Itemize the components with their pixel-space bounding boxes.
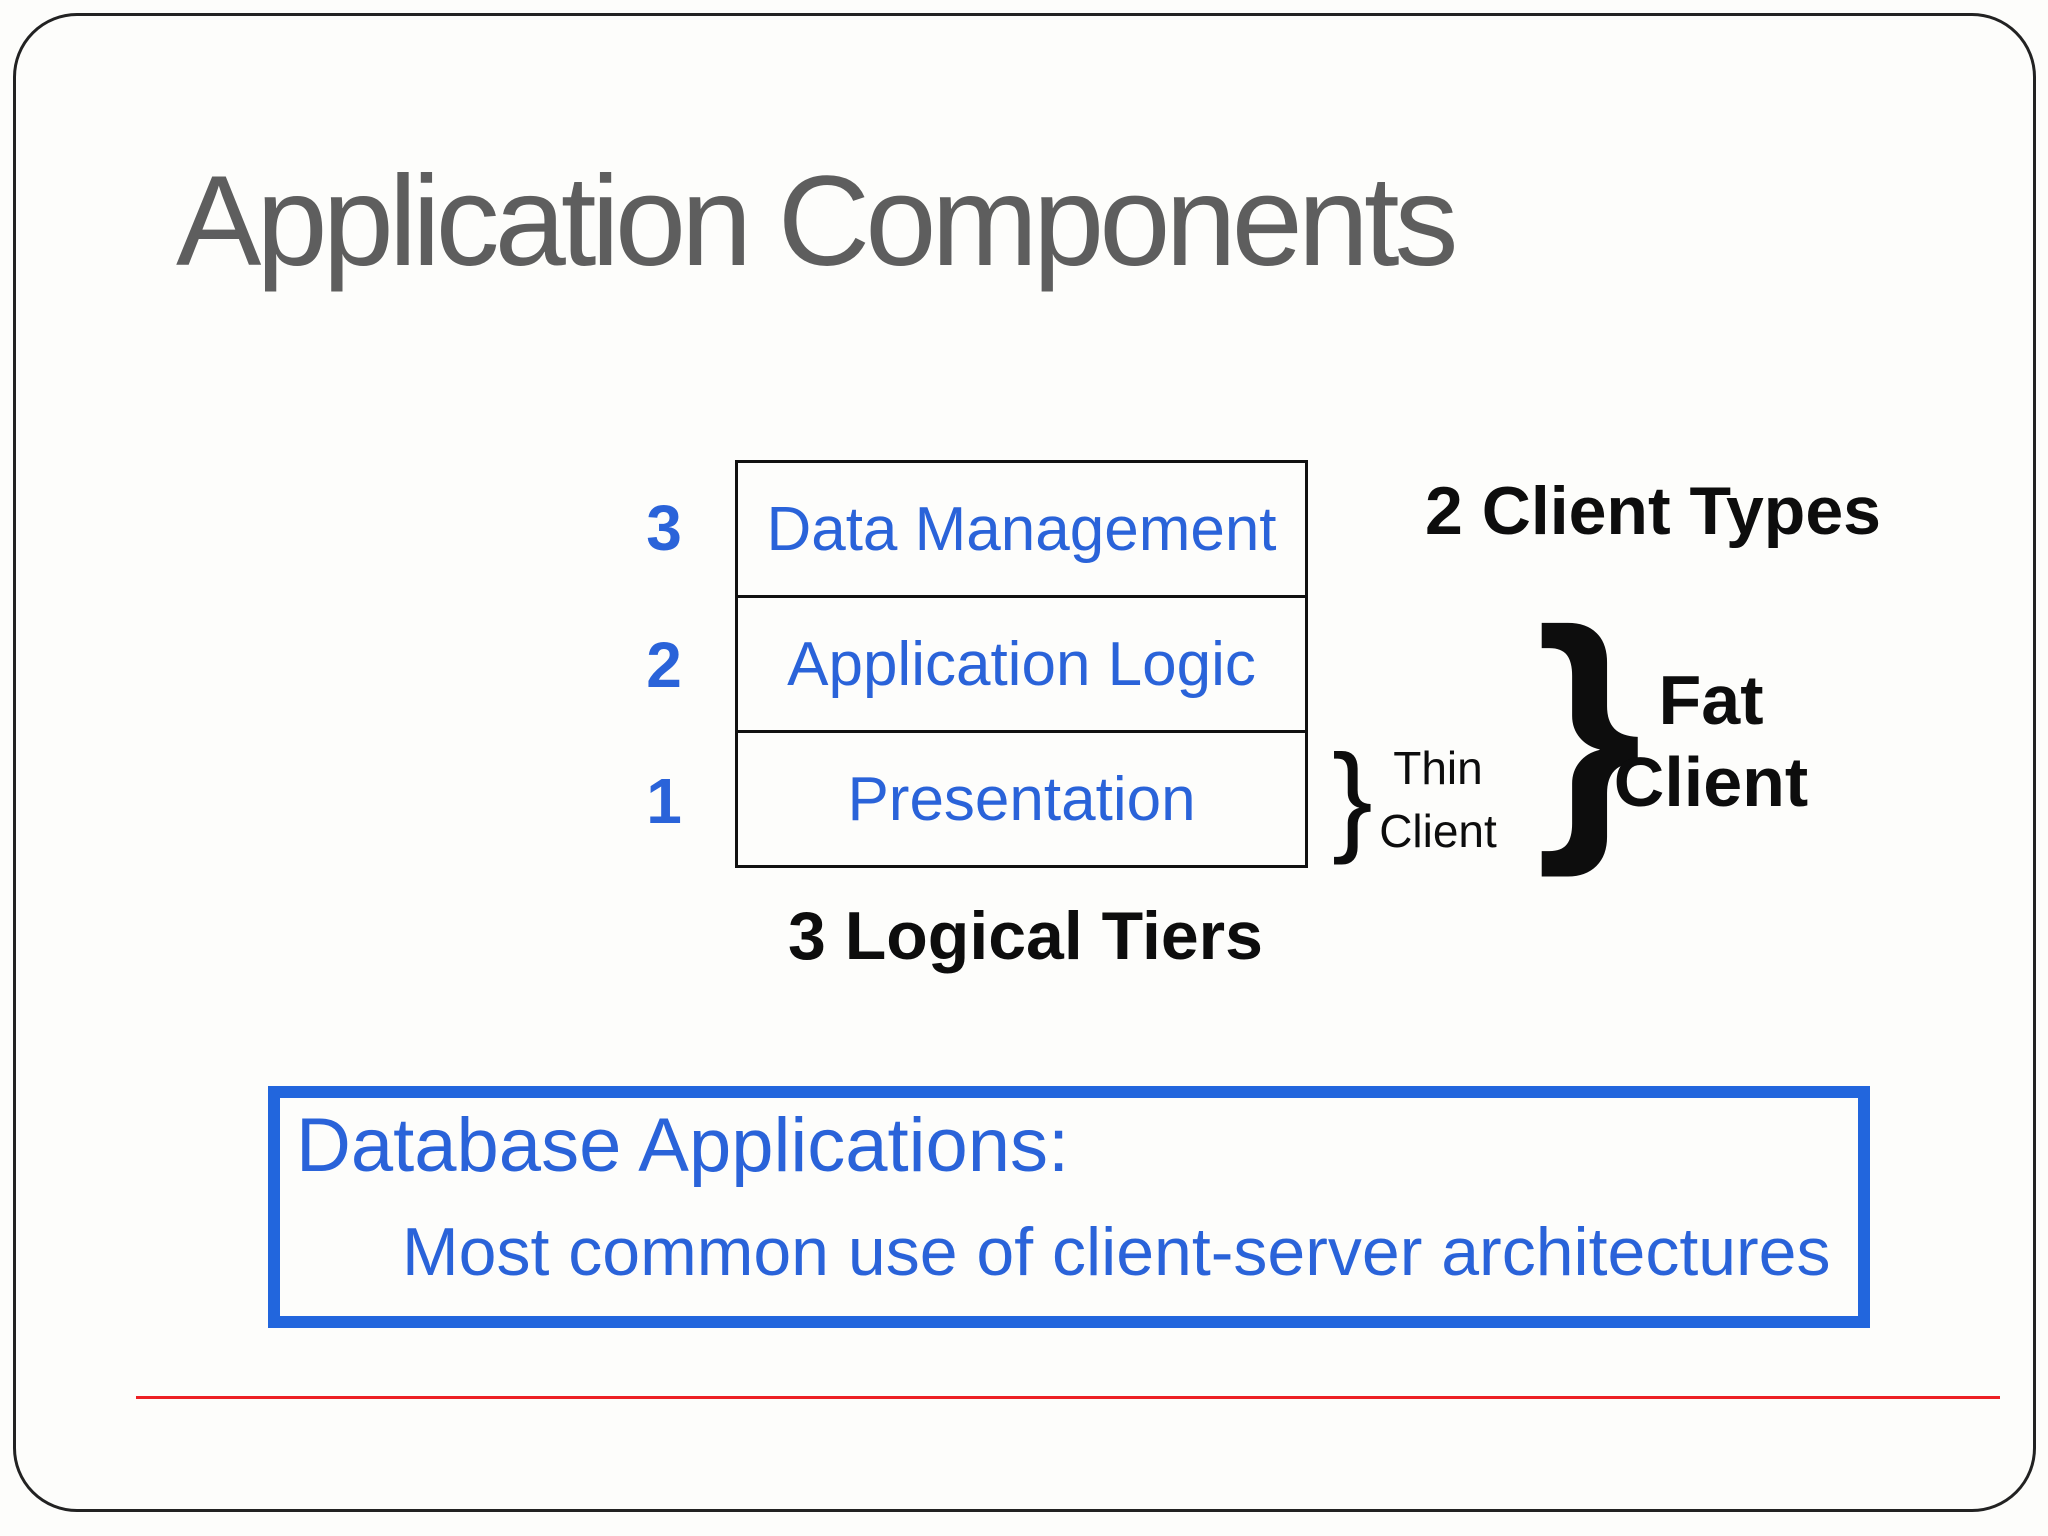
callout-box: Database Applications: Most common use o… xyxy=(268,1086,1870,1328)
thin-client-line2: Client xyxy=(1379,805,1497,858)
thin-client-line1: Thin xyxy=(1393,742,1483,794)
callout-body: Most common use of client-server archite… xyxy=(402,1214,1831,1290)
tier-stack-box: Data Management Application Logic Presen… xyxy=(735,460,1308,868)
fat-client-line2: Client xyxy=(1613,742,1809,821)
tiers-caption: 3 Logical Tiers xyxy=(788,898,1263,974)
tier-row-presentation: Presentation xyxy=(847,764,1196,834)
tier-row-application-logic: Application Logic xyxy=(738,598,1305,733)
tier-number-3: 3 xyxy=(646,492,682,564)
page-title: Application Components xyxy=(176,150,1458,293)
accent-divider-line xyxy=(136,1396,2000,1399)
callout-heading: Database Applications: xyxy=(296,1103,1070,1188)
thin-client-label: Thin Client xyxy=(1356,737,1520,863)
fat-client-label: Fat Client xyxy=(1601,660,1821,824)
tier-number-2: 2 xyxy=(646,629,682,701)
fat-client-line1: Fat xyxy=(1658,661,1764,739)
fat-client-brace-icon: } xyxy=(1536,574,1642,878)
thin-client-brace-icon: } xyxy=(1332,729,1373,865)
tier-number-1: 1 xyxy=(646,765,682,837)
tier-row-data-management: Data Management xyxy=(738,463,1305,598)
client-types-heading: 2 Client Types xyxy=(1425,473,1881,549)
